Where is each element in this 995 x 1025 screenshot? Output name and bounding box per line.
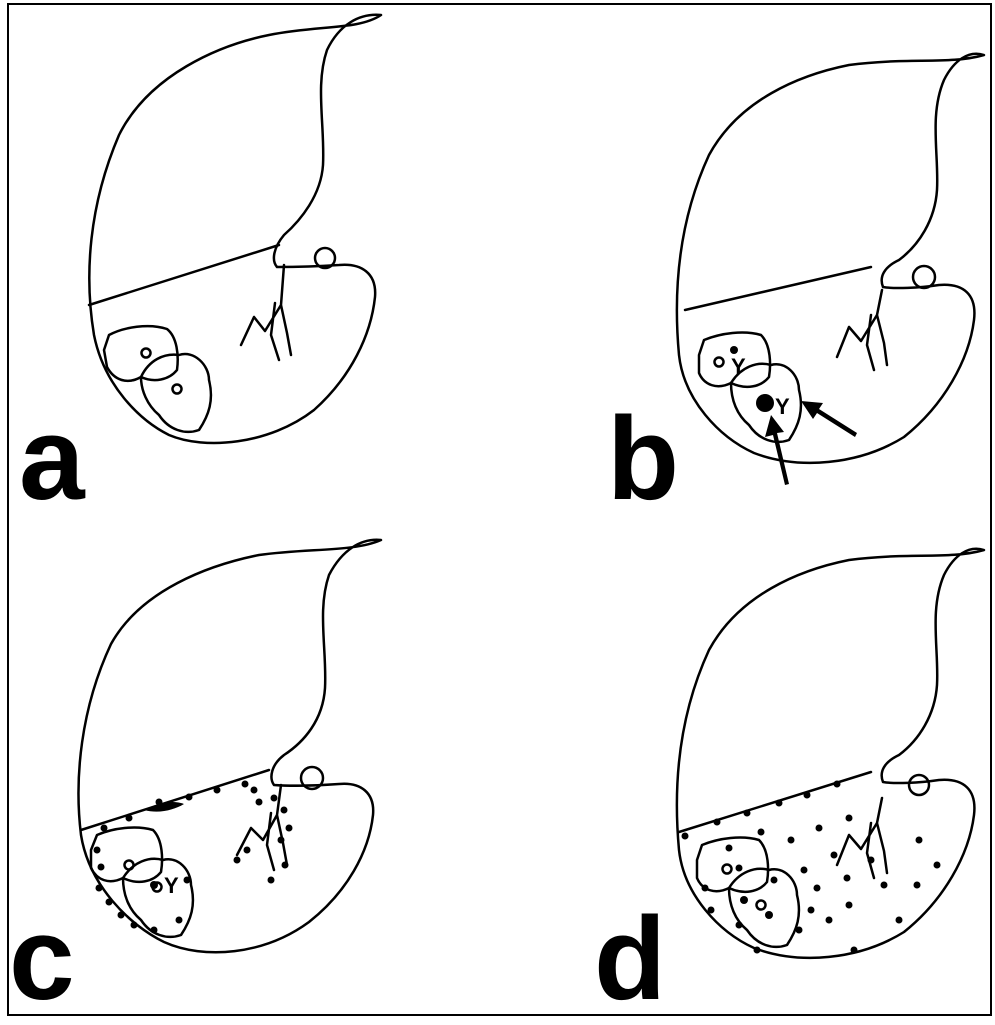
panel-b: Y Y b — [499, 5, 991, 510]
panel-a-drawing — [9, 5, 501, 510]
vessel — [837, 798, 887, 878]
figure-frame: a Y Y b — [7, 3, 992, 1016]
nucleus-2 — [757, 901, 766, 910]
cell-marker-2: Y — [164, 873, 179, 898]
nucleus-2 — [173, 385, 182, 394]
particle-large — [756, 394, 774, 412]
cell-outline — [677, 549, 984, 958]
cell-marker-2: Y — [775, 394, 790, 419]
arrow-up-icon — [765, 415, 789, 485]
panel-b-drawing: Y Y — [499, 5, 991, 510]
nucleus-1 — [125, 861, 134, 870]
cell-marker-1: Y — [731, 354, 746, 379]
vessel — [237, 785, 287, 870]
panel-a: a — [9, 5, 501, 510]
cell-outline — [89, 15, 381, 443]
panel-d-drawing — [499, 510, 991, 1015]
vessel — [837, 290, 887, 370]
nucleus-1 — [715, 358, 724, 367]
nucleus-1 — [142, 349, 151, 358]
particle — [730, 346, 738, 354]
panel-d: d — [499, 510, 991, 1015]
separation-line — [685, 267, 871, 310]
small-vesicle — [909, 775, 929, 795]
separation-line — [89, 245, 279, 305]
panel-c: Y c — [9, 510, 501, 1015]
cell-outline — [677, 54, 984, 463]
vessel — [241, 265, 291, 360]
separation-line — [81, 770, 269, 830]
nucleus-1 — [723, 865, 732, 874]
separation-line — [679, 772, 871, 832]
small-vesicle — [913, 266, 935, 288]
arrow-diagonal-icon — [801, 401, 857, 437]
panel-c-drawing: Y — [9, 510, 501, 1015]
